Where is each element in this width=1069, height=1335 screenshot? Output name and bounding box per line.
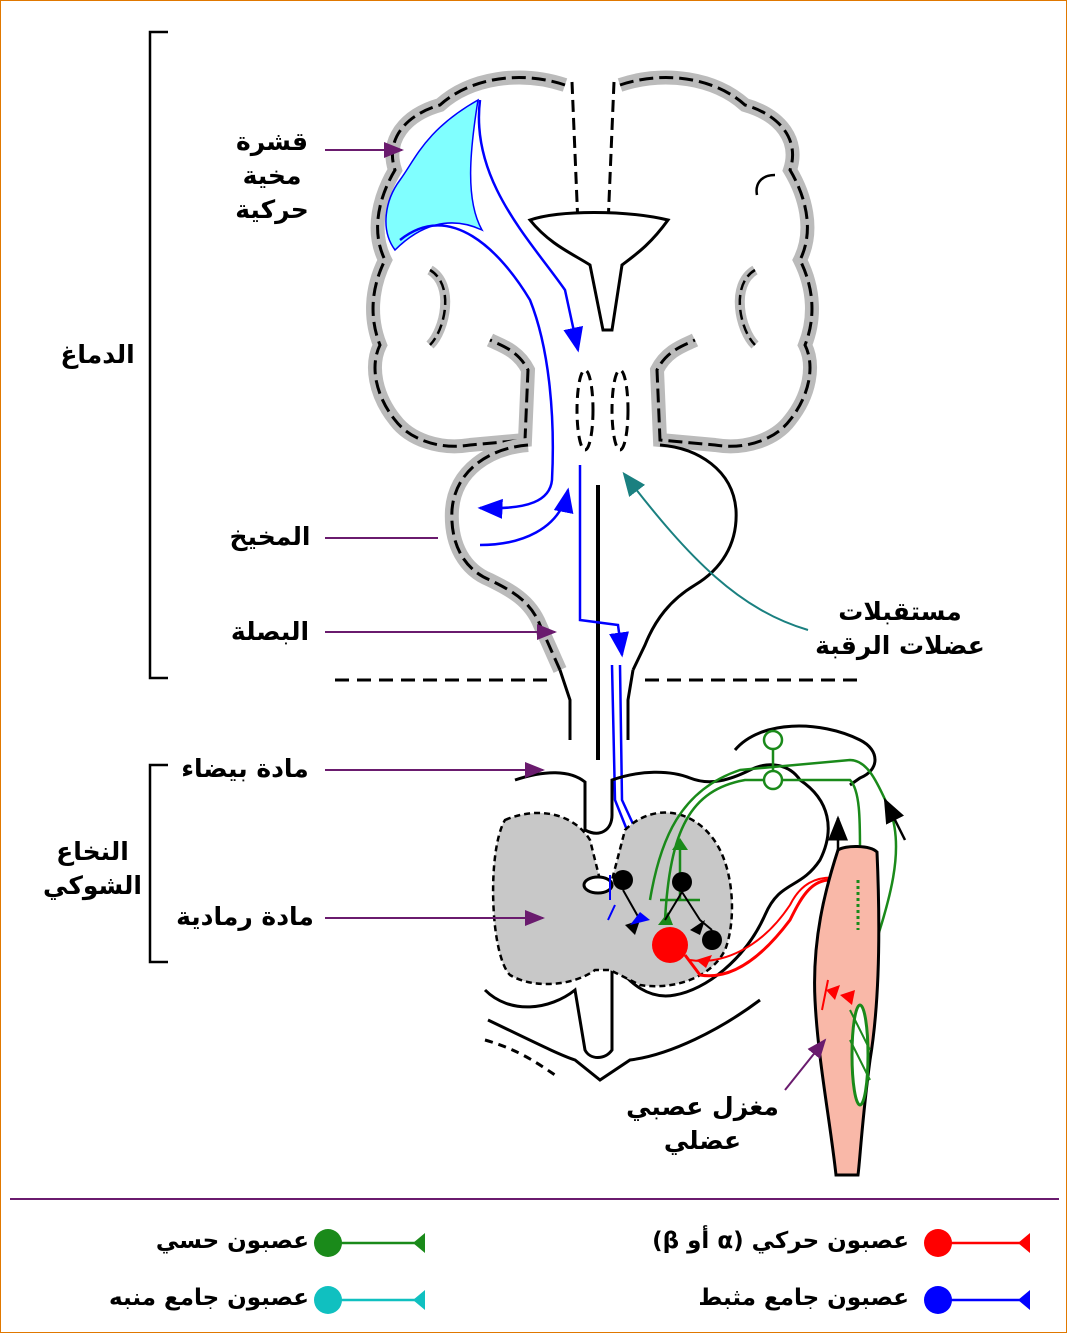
neck-receptor-arrow	[625, 475, 808, 630]
label-cerebellum: المخيخ	[220, 520, 320, 554]
spinal-bracket	[150, 765, 168, 962]
label-gray-matter: مادة رمادية	[170, 900, 320, 934]
label-neck-receptors: مستقبلات عضلات الرقبة	[800, 595, 1000, 663]
cerebrum-outline-right	[620, 78, 812, 447]
legend-divider	[10, 1198, 1059, 1200]
label-spinal-cord: النخاع الشوكي	[40, 835, 145, 903]
legend-sensory-neuron: عصبون حسي	[156, 1228, 309, 1254]
interneuron	[702, 930, 722, 950]
central-canal	[584, 877, 612, 893]
legend-motor-neuron: عصبون حركي (α أو β)	[652, 1228, 909, 1254]
label-brain: الدماغ	[50, 338, 145, 372]
interneuron	[672, 872, 692, 892]
label-motor-cortex: قشرة مخية حركية	[222, 125, 322, 227]
legend-excitatory-interneuron: عصبون جامع منبه	[109, 1285, 309, 1311]
cerebellum-left	[452, 445, 560, 670]
interneuron	[613, 870, 633, 890]
muscle	[815, 846, 879, 1175]
brain-bracket	[150, 32, 168, 678]
motor-neuron-soma	[652, 927, 688, 963]
legend-inhibitory-interneuron: عصبون جامع مثبط	[698, 1285, 909, 1311]
label-muscle-spindle: مغزل عصبي عضلي	[620, 1090, 785, 1158]
label-medulla: البصلة	[220, 615, 320, 649]
label-white-matter: مادة بيضاء	[170, 752, 320, 786]
